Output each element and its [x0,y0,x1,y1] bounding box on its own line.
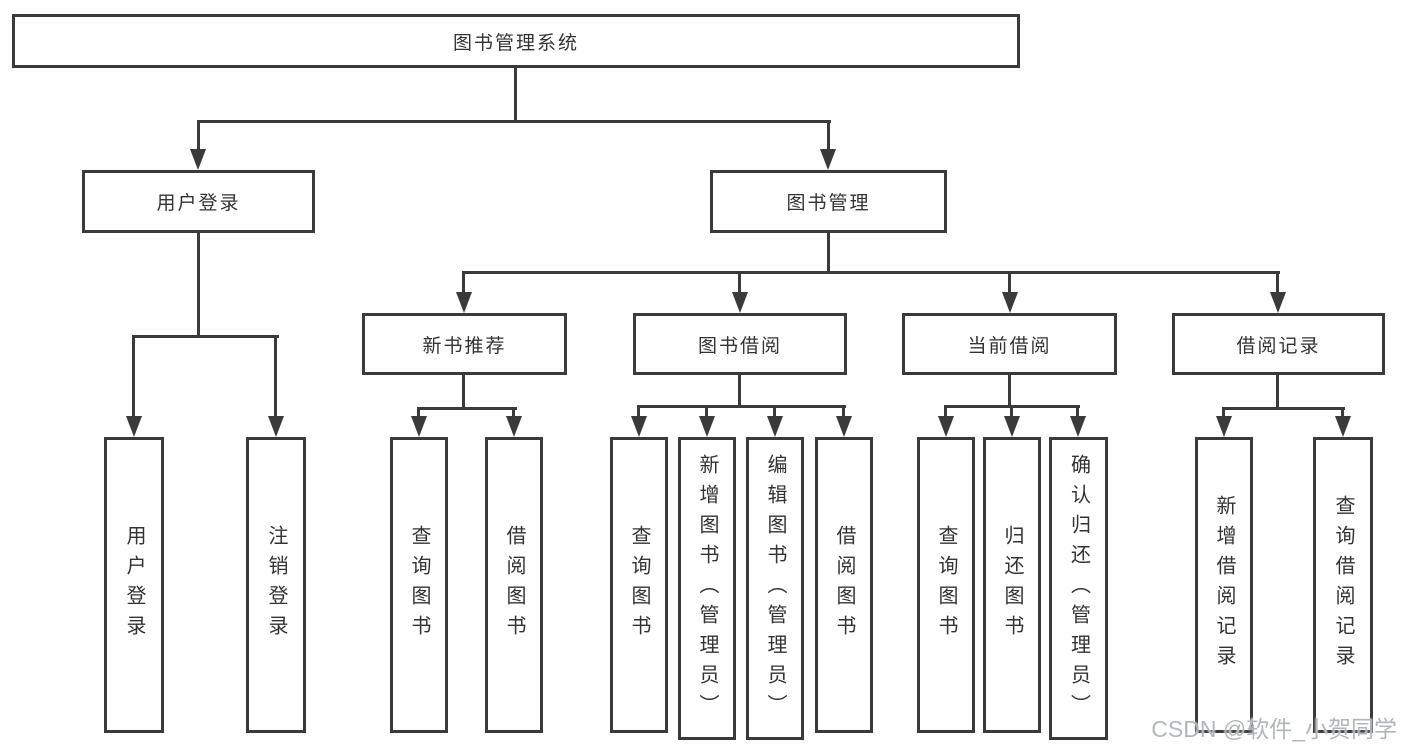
arrow-down-icon [699,416,715,437]
leaf-borrow-books-2-label: 借阅图书 [833,525,855,645]
leaf-borrow-books-1-label: 借阅图书 [503,525,525,645]
arrow-down-icon [1216,416,1232,437]
arrow-down-icon [1335,416,1351,437]
connector-records-rail [1223,407,1345,410]
leaf-add-book-admin-label: 新增图书（管理员） [696,453,718,724]
arrow-down-icon [268,416,284,437]
arrow-down-icon [631,416,647,437]
connector-drop-user-login [197,120,200,152]
leaf-return-book-label: 归还图书 [1001,525,1023,645]
arrow-down-icon [1002,292,1018,313]
connector-drop [773,405,776,419]
connector-drop-borrow-records [1276,271,1279,295]
connector-drop [944,405,947,419]
arrow-down-icon [456,292,472,313]
leaf-edit-book-admin: 编辑图书（管理员） [746,437,804,740]
connector-book-mgmt-stub [827,233,830,271]
node-borrowing-records-label: 借阅记录 [1236,335,1321,357]
connector-drop [1341,407,1344,419]
arrow-down-icon [820,149,836,170]
leaf-logout: 注销登录 [246,437,306,733]
connector-drop [512,407,515,419]
arrow-down-icon [836,416,852,437]
node-borrowing-records: 借阅记录 [1172,313,1385,375]
leaf-borrow-books-2: 借阅图书 [815,437,873,733]
connector-book-mgmt-rail [463,271,1280,274]
connector-root-rail [197,120,831,123]
connector-user-login-rail [133,335,279,338]
arrow-down-icon [411,416,427,437]
connector-user-login-stub [197,233,200,335]
connector-drop [417,407,420,419]
connector-drop [1222,407,1225,419]
connector-drop-book-mgmt [827,120,830,152]
connector-records-stub [1276,375,1279,407]
connector-new-book-stub [462,375,465,407]
leaf-query-books-3: 查询图书 [917,437,975,733]
arrow-down-icon [506,416,522,437]
arrow-down-icon [1070,416,1086,437]
leaf-user-login: 用户登录 [104,437,164,733]
node-library-system-label: 图书管理系统 [452,32,579,54]
node-current-borrowing-label: 当前借阅 [967,335,1052,357]
connector-drop [705,405,708,419]
leaf-logout-label: 注销登录 [265,525,287,645]
node-new-book-recommend-label: 新书推荐 [422,335,507,357]
node-user-login: 用户登录 [82,170,315,233]
leaf-return-book: 归还图书 [983,437,1041,733]
connector-drop [1076,405,1079,419]
connector-drop-new-book [462,271,465,295]
leaf-add-borrow-record: 新增借阅记录 [1195,437,1253,733]
connector-book-borrow-stub [738,375,741,405]
leaf-query-borrow-record: 查询借阅记录 [1313,437,1373,733]
connector-drop [637,405,640,419]
connector-drop-leaf-logout [274,335,277,419]
leaf-confirm-return-admin-label: 确认归还（管理员） [1067,453,1090,724]
leaf-user-login-label: 用户登录 [123,525,145,645]
node-user-login-label: 用户登录 [156,193,241,214]
leaf-confirm-return-admin: 确认归还（管理员） [1049,437,1108,740]
node-library-system: 图书管理系统 [12,14,1020,68]
node-book-borrowing: 图书借阅 [633,313,847,375]
arrow-down-icon [1004,416,1020,437]
leaf-borrow-books-1: 借阅图书 [485,437,543,733]
leaf-edit-book-admin-label: 编辑图书（管理员） [764,453,786,724]
arrow-down-icon [126,416,142,437]
leaf-add-book-admin: 新增图书（管理员） [678,437,736,740]
connector-drop-book-borrow [738,271,741,295]
leaf-query-books-1: 查询图书 [390,437,448,733]
leaf-query-books-1-label: 查询图书 [408,525,430,645]
arrow-down-icon [938,416,954,437]
arrow-down-icon [190,149,206,170]
connector-drop [1010,405,1013,419]
arrow-down-icon [1270,292,1286,313]
node-current-borrowing: 当前借阅 [902,313,1117,375]
arrow-down-icon [767,416,783,437]
connector-book-borrow-rail [638,405,846,408]
leaf-add-borrow-record-label: 新增借阅记录 [1213,495,1235,675]
connector-new-book-rail [418,407,517,410]
node-book-management: 图书管理 [710,170,947,233]
arrow-down-icon [732,292,748,313]
connector-drop-current-borrow [1008,271,1011,295]
node-book-management-label: 图书管理 [786,193,871,214]
leaf-query-books-3-label: 查询图书 [935,525,957,645]
node-new-book-recommend: 新书推荐 [362,313,567,375]
leaf-query-borrow-record-label: 查询借阅记录 [1332,495,1354,675]
connector-root-stub [514,68,517,120]
leaf-query-books-2: 查询图书 [610,437,668,733]
watermark-text: CSDN @软件_小贺同学 [1151,716,1397,742]
leaf-query-books-2-label: 查询图书 [628,525,650,645]
node-book-borrowing-label: 图书借阅 [697,335,782,357]
connector-current-borrow-stub [1008,375,1011,405]
connector-drop [842,405,845,419]
connector-drop-leaf-login [132,335,135,419]
